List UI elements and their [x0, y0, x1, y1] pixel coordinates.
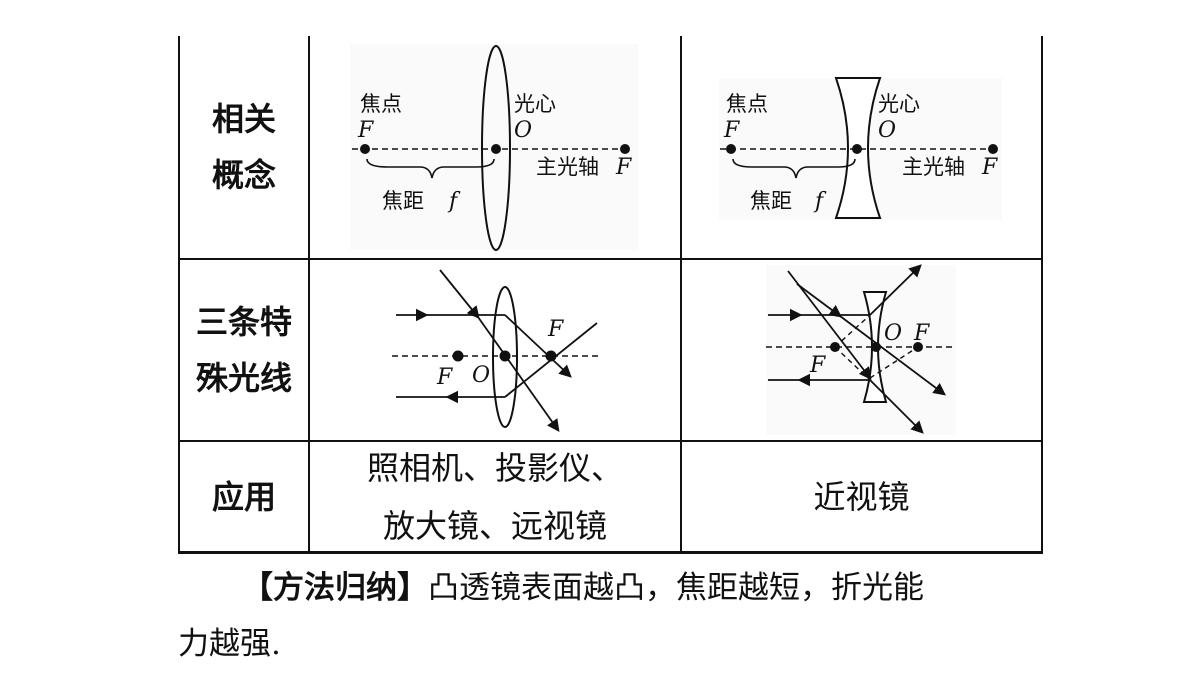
light-ray [439, 269, 480, 319]
optical-center-symbol: O [472, 363, 490, 388]
convex-concept-diagram: 焦点 F 光心 O 主光轴 F 焦距 f [350, 44, 638, 251]
optical-center-label: 光心 [878, 92, 920, 116]
optical-center-point [491, 144, 501, 154]
focus-point [360, 144, 370, 154]
light-ray [796, 283, 843, 318]
table-border-bottom [178, 551, 1043, 554]
summary-line-2: 力越强. [178, 626, 281, 662]
table-border-left [178, 36, 180, 553]
light-ray [869, 379, 924, 434]
focus-symbol: F [981, 155, 998, 180]
focus-symbol: F [913, 321, 930, 346]
optical-center-point [852, 144, 862, 154]
summary-text: 凸透镜表面越凸，焦距越短，折光能 [428, 570, 924, 606]
row-header-applications: 应用 [180, 442, 308, 551]
virtual-ray [834, 314, 871, 348]
row-header-line: 概念 [211, 156, 276, 194]
optical-center-symbol: O [878, 118, 896, 143]
convex-application-line: 放大镜、远视镜 [382, 506, 607, 545]
virtual-ray [834, 346, 871, 381]
light-ray [477, 316, 560, 433]
focus-symbol: F [723, 118, 740, 143]
table-row-divider-2 [178, 440, 1043, 442]
focal-length-brace [366, 158, 495, 179]
convex-rays-diagram: F F O [392, 269, 598, 433]
lens-diagrams: 焦点 F 光心 O 主光轴 F 焦距 f 焦点 F 光心 O 主光轴 F 焦距 … [350, 44, 1002, 435]
optical-center-symbol: O [514, 118, 532, 143]
concave-rays-diagram: O F F [766, 264, 956, 435]
convex-application-line: 照相机、投影仪、 [366, 448, 623, 487]
light-ray [504, 322, 598, 398]
convex-applications: 照相机、投影仪、 放大镜、远视镜 [310, 442, 680, 551]
row-header-line: 殊光线 [195, 359, 292, 397]
focus-label: 焦点 [360, 92, 402, 116]
row-header-concepts: 相关 概念 [180, 36, 308, 258]
optical-center-symbol: O [884, 321, 902, 346]
table-column-divider-2 [680, 36, 682, 553]
row-header-special-rays: 三条特 殊光线 [180, 260, 308, 440]
row-header-line: 应用 [211, 477, 276, 516]
light-ray [839, 315, 947, 396]
row-header-line: 三条特 [195, 303, 292, 341]
table-row-divider-1 [178, 258, 1043, 260]
focus-symbol: F [547, 317, 564, 342]
concave-applications: 近视镜 [682, 442, 1041, 551]
concave-concept-diagram: 焦点 F 光心 O 主光轴 F 焦距 f [719, 77, 1002, 220]
focus-point [726, 144, 736, 154]
convex-lens [492, 286, 518, 428]
focus-point [988, 144, 998, 154]
virtual-ray [869, 346, 919, 379]
optical-center-label: 光心 [514, 92, 556, 116]
light-ray [787, 270, 872, 381]
focus-label: 焦点 [726, 92, 768, 116]
light-ray [869, 264, 922, 316]
focus-symbol: F [615, 155, 632, 180]
focus-point [452, 350, 464, 362]
principal-axis-label: 主光轴 [902, 155, 965, 179]
focus-symbol: F [809, 353, 826, 378]
lens-comparison-table: 相关 概念 三条特 殊光线 应用 照相机、投影仪、 放大镜、远视镜 近视镜 [178, 36, 1043, 554]
principal-axis-label: 主光轴 [536, 155, 599, 179]
light-ray [504, 314, 572, 378]
method-summary-title: 【方法归纳】 [242, 570, 428, 606]
summary-line-1: 【方法归纳】凸透镜表面越凸，焦距越短，折光能 [178, 560, 1048, 616]
focus-symbol: F [436, 365, 453, 390]
concave-application: 近视镜 [813, 477, 910, 516]
focus-symbol: F [357, 118, 374, 143]
row-header-line: 相关 [211, 100, 276, 138]
focal-length-label: 焦距 [750, 189, 792, 213]
focus-point [620, 144, 630, 154]
focal-length-brace [732, 158, 856, 179]
focal-length-label: 焦距 [382, 189, 424, 213]
method-summary: 【方法归纳】凸透镜表面越凸，焦距越短，折光能 力越强. [178, 560, 1048, 672]
table-border-right [1041, 36, 1043, 553]
convex-lens [481, 45, 511, 251]
table-column-divider-1 [308, 36, 310, 553]
